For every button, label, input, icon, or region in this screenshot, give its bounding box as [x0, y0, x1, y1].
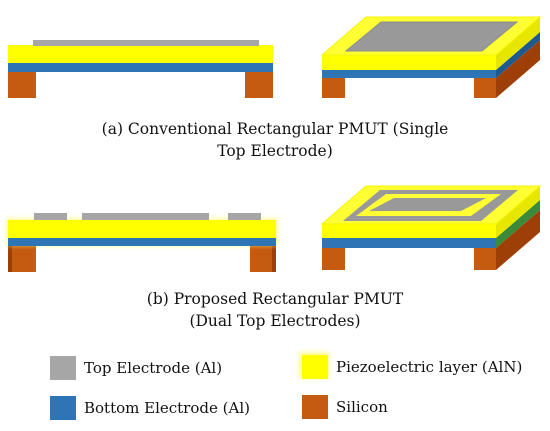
bottom-electrode-layer	[8, 237, 276, 246]
legend-label-top-electrode: Top Electrode (Al)	[84, 359, 223, 377]
legend-label-bottom-electrode: Bottom Electrode (Al)	[84, 399, 250, 417]
panel-a-cross-section	[8, 40, 273, 98]
piezo-side	[496, 17, 540, 70]
piezo-layer	[8, 220, 276, 235]
silicon-support-right-edge	[272, 246, 276, 272]
panel-a-3d-view	[320, 16, 542, 98]
bottom-electrode-front	[322, 238, 496, 248]
piezo-front	[322, 224, 496, 238]
silicon-support-right-side	[496, 210, 540, 270]
top-electrode-center	[82, 213, 209, 220]
silicon-support-left	[322, 248, 345, 270]
silicon-support-right	[250, 246, 276, 272]
silicon-swatch	[302, 395, 328, 419]
panel-b-caption-line2: (Dual Top Electrodes)	[189, 312, 361, 330]
piezo-front	[322, 55, 496, 70]
silicon-support-right	[245, 72, 273, 98]
top-electrode	[33, 40, 259, 46]
silicon-support-left	[8, 72, 36, 98]
silicon-support-left-edge	[8, 246, 12, 272]
bottom-electrode-side	[496, 32, 540, 78]
piezo-layer	[8, 45, 273, 63]
panel-b-cross-section	[6, 213, 278, 272]
piezo-swatch	[302, 355, 328, 379]
bottom-electrode-swatch	[50, 396, 76, 420]
bottom-electrode-layer	[8, 63, 273, 72]
silicon-support-left	[322, 78, 345, 98]
top-electrode-outer-right	[228, 213, 261, 220]
silicon-support-right	[474, 78, 496, 98]
top-electrode	[344, 21, 519, 52]
top-electrode-outer-left	[34, 213, 67, 220]
top-electrode-swatch	[50, 356, 76, 380]
piezo-side	[496, 186, 540, 238]
silicon-support-left	[8, 246, 36, 272]
top-electrode-center	[369, 198, 486, 211]
panel-a-caption-line1: (a) Conventional Rectangular PMUT (Singl…	[101, 120, 449, 138]
bottom-electrode-side	[496, 200, 540, 248]
legend-label-piezo: Piezoelectric layer (AlN)	[336, 358, 523, 376]
bottom-electrode-front	[322, 70, 496, 78]
panel-b-3d-view	[320, 185, 542, 270]
piezo-lower-thin	[8, 235, 276, 238]
panel-b-caption-line1: (b) Proposed Rectangular PMUT	[146, 290, 404, 308]
silicon-support-right-side	[496, 40, 540, 98]
legend-label-silicon: Silicon	[336, 398, 388, 416]
silicon-support-right	[474, 248, 496, 270]
panel-a-caption-line2: Top Electrode)	[217, 142, 333, 160]
